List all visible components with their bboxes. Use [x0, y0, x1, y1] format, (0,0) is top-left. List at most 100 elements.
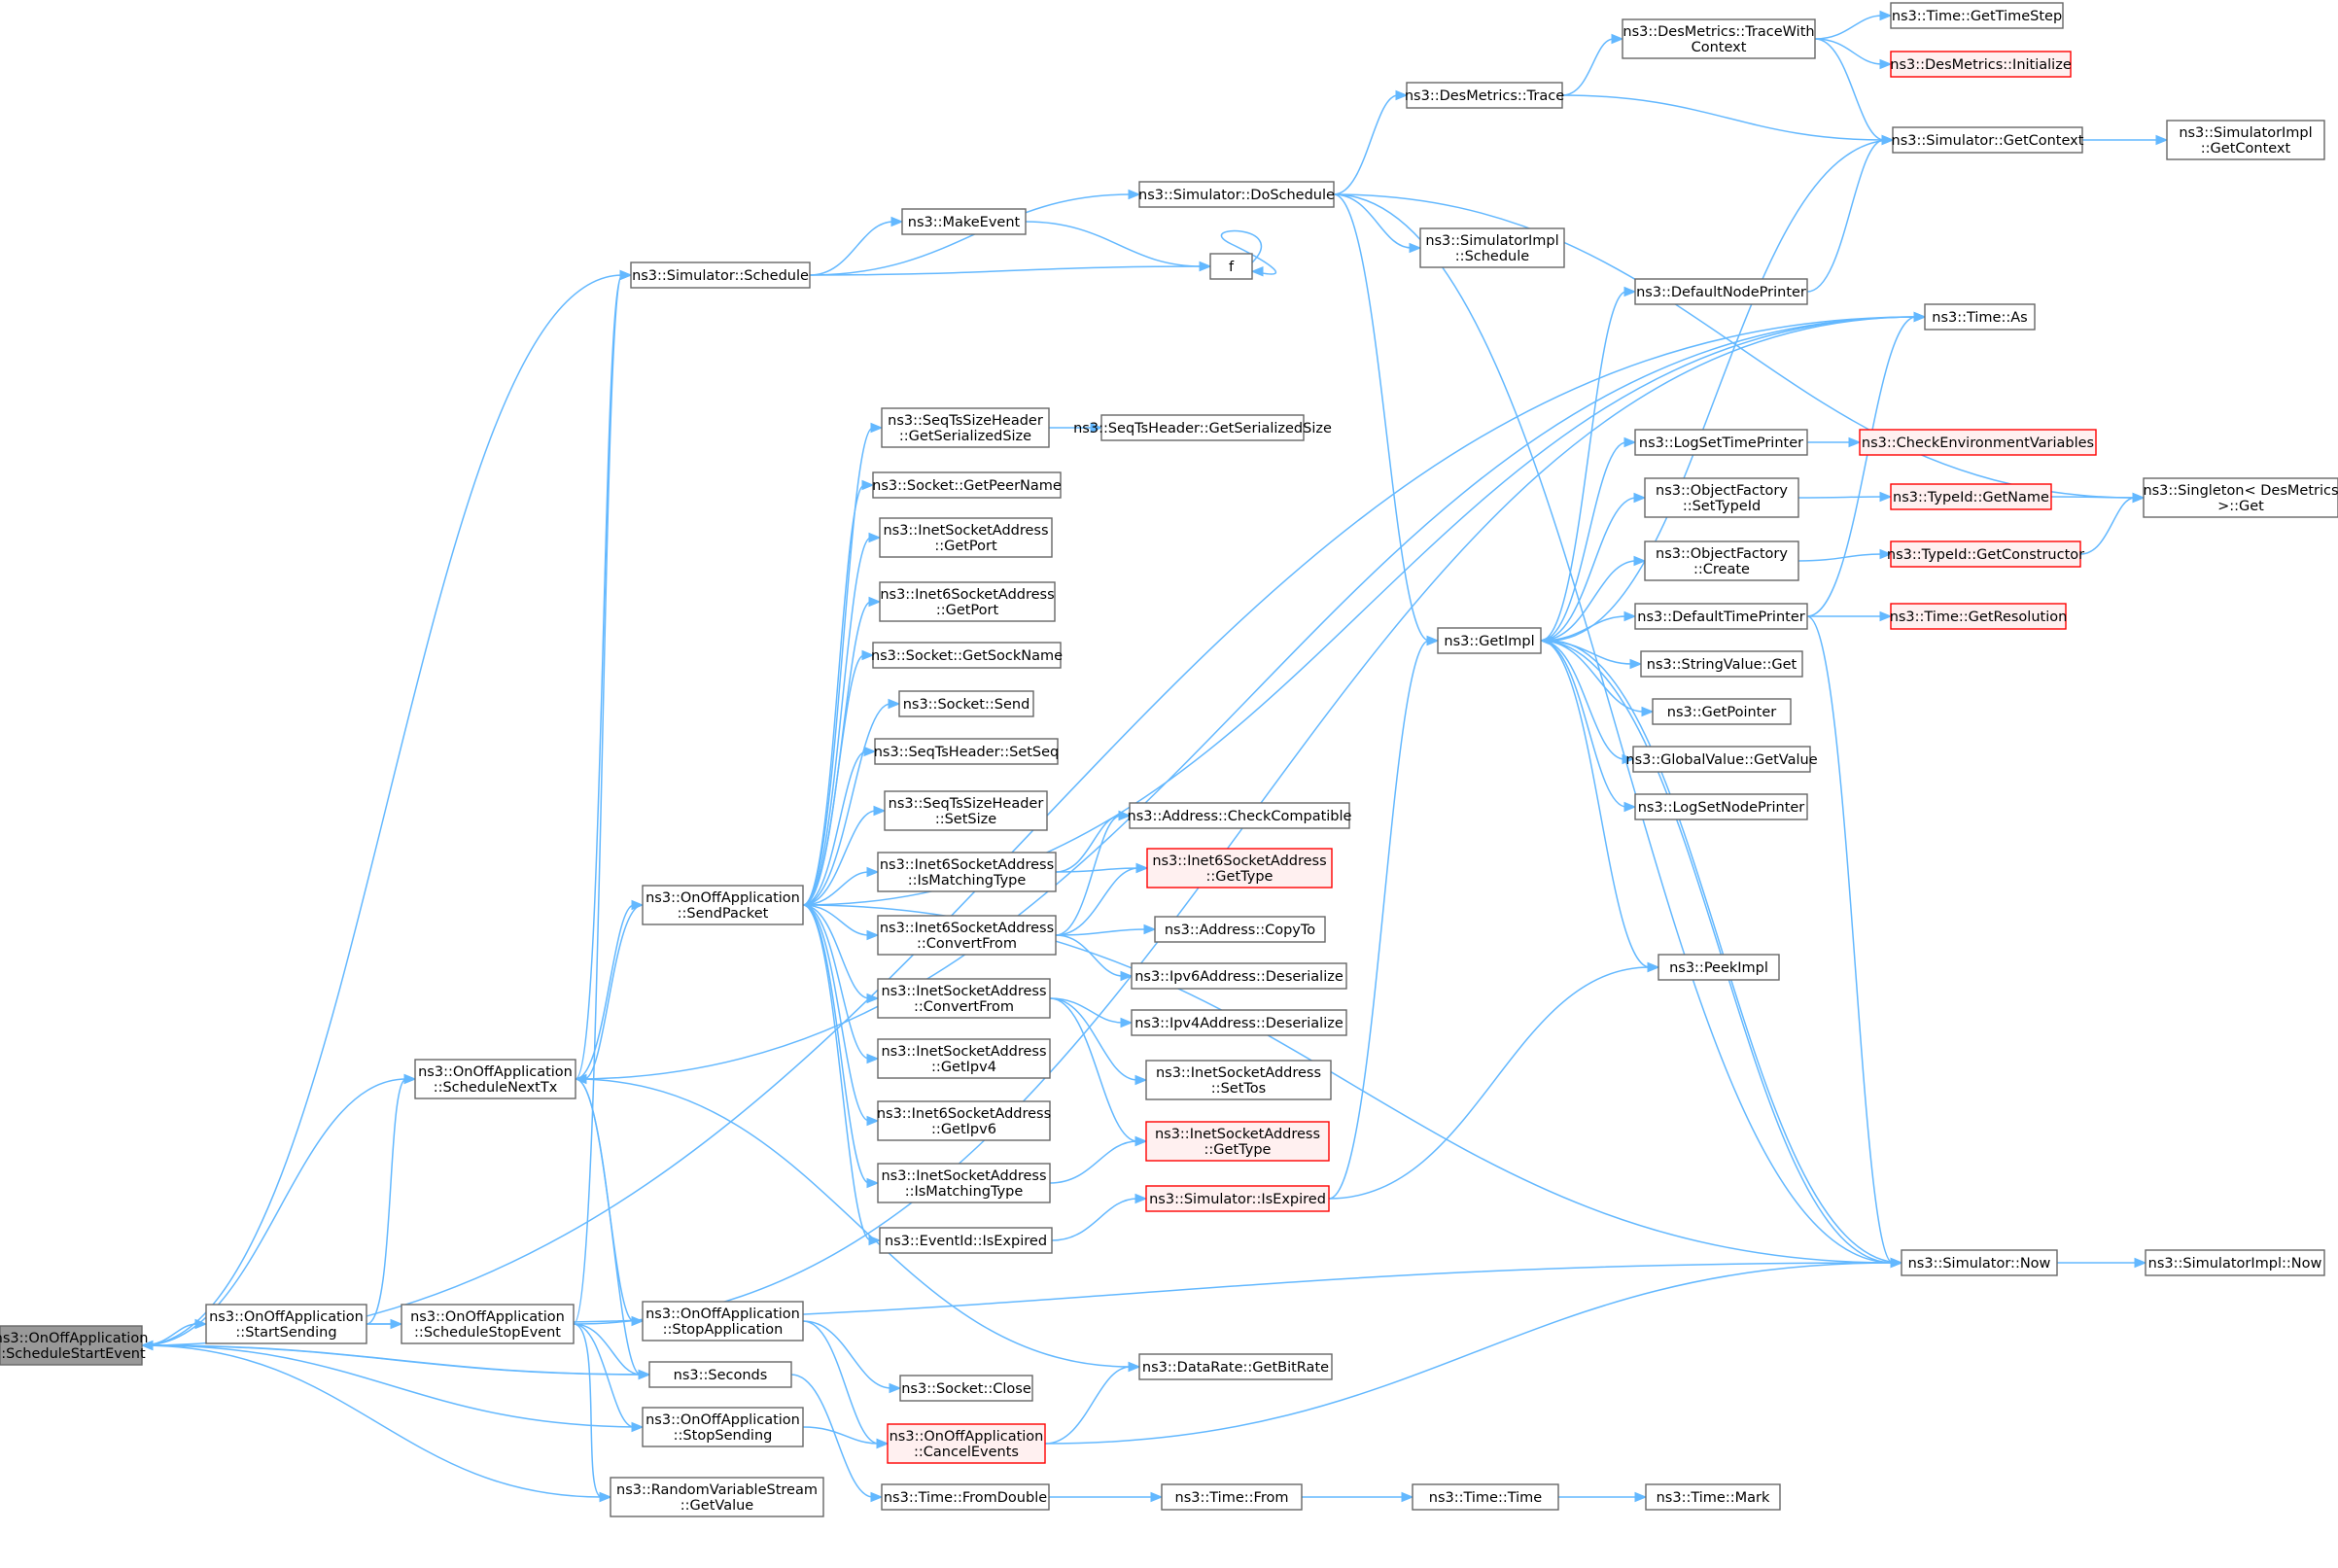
- node-get-impl[interactable]: ns3::GetImpl: [1437, 627, 1542, 654]
- node-check-compat[interactable]: ns3::Address::CheckCompatible: [1128, 802, 1352, 829]
- node-global-value-get[interactable]: ns3::GlobalValue::GetValue: [1625, 746, 1818, 773]
- node-sim-is-expired[interactable]: ns3::Simulator::IsExpired: [1145, 1185, 1330, 1212]
- node-box: [1412, 1483, 1559, 1511]
- node-label: ns3::SimulatorImpl::Now: [2148, 1256, 2322, 1272]
- node-inet-get-ipv4[interactable]: ns3::InetSocketAddress::GetIpv4: [877, 1038, 1051, 1079]
- node-time-as[interactable]: ns3::Time::As: [1924, 303, 2036, 331]
- node-box: [1892, 126, 2083, 154]
- node-socket-send[interactable]: ns3::Socket::Send: [898, 690, 1034, 717]
- node-type-id-get-name[interactable]: ns3::TypeId::GetName: [1890, 483, 2052, 510]
- node-start-sending[interactable]: ns3::OnOffApplication::StartSending: [205, 1304, 367, 1344]
- node-label: ns3::TypeId::GetConstructor: [1887, 547, 2084, 563]
- node-check-env[interactable]: ns3::CheckEnvironmentVariables: [1859, 429, 2097, 456]
- node-box: [1890, 540, 2081, 568]
- node-inet6-is-match[interactable]: ns3::Inet6SocketAddress::IsMatchingType: [877, 852, 1057, 892]
- node-sim-now[interactable]: ns3::Simulator::Now: [1901, 1249, 2058, 1276]
- edge-stop-sending-to-root: [140, 1340, 644, 1428]
- node-impl-now[interactable]: ns3::SimulatorImpl::Now: [2145, 1249, 2325, 1276]
- edge-default-time-printer-to-time-get-res: [1807, 610, 1893, 622]
- node-label: ns3::OnOffApplication: [890, 1429, 1044, 1445]
- node-inet6-conv-from[interactable]: ns3::Inet6SocketAddress::ConvertFrom: [877, 915, 1057, 956]
- node-des-init[interactable]: ns3::DesMetrics::Initialize: [1890, 51, 2072, 78]
- node-ipv6-deser[interactable]: ns3::Ipv6Address::Deserialize: [1131, 962, 1347, 990]
- node-label: ns3::Time::Mark: [1657, 1490, 1770, 1506]
- node-f[interactable]: f: [1209, 253, 1253, 280]
- node-label: ns3::Seconds: [674, 1368, 768, 1383]
- node-label: ns3::InetSocketAddress: [881, 1044, 1046, 1060]
- node-box: [642, 1301, 804, 1342]
- node-socket-close[interactable]: ns3::Socket::Close: [899, 1375, 1033, 1402]
- node-box: [1145, 1121, 1330, 1162]
- node-of-create[interactable]: ns3::ObjectFactory::Create: [1644, 540, 1799, 581]
- edge-time-from-to-time-time: [1302, 1491, 1414, 1503]
- node-string-value-get[interactable]: ns3::StringValue::Get: [1640, 650, 1803, 678]
- edge-sim-schedule-to-make-event: [809, 216, 904, 276]
- node-seq-ts-get-ser[interactable]: ns3::SeqTsHeader::GetSerializedSize: [1073, 414, 1332, 441]
- node-inet6-get-ipv6[interactable]: ns3::Inet6SocketAddress::GetIpv6: [877, 1100, 1051, 1141]
- node-get-pointer[interactable]: ns3::GetPointer: [1652, 698, 1792, 725]
- node-from-double[interactable]: ns3::Time::FromDouble: [881, 1483, 1050, 1511]
- node-log-set-time-printer[interactable]: ns3::LogSetTimePrinter: [1634, 429, 1808, 456]
- node-root[interactable]: ns3::OnOffApplication::ScheduleStartEven…: [0, 1325, 148, 1366]
- node-sim-get-context[interactable]: ns3::Simulator::GetContext: [1892, 126, 2084, 154]
- node-label: ns3::Time::GetTimeStep: [1892, 9, 2062, 24]
- node-get-sock-name[interactable]: ns3::Socket::GetSockName: [871, 642, 1063, 669]
- node-inet-get-port[interactable]: ns3::InetSocketAddress::GetPort: [879, 517, 1053, 558]
- node-time-mark[interactable]: ns3::Time::Mark: [1645, 1483, 1781, 1511]
- node-box: [2145, 1249, 2325, 1276]
- node-impl-get-context[interactable]: ns3::SimulatorImpl::GetContext: [2166, 120, 2325, 160]
- node-label: ns3::DefaultTimePrinter: [1637, 610, 1804, 625]
- edge-start-sending-to-schedule-next-tx: [366, 1073, 417, 1325]
- node-send-packet[interactable]: ns3::OnOffApplication::SendPacket: [642, 885, 804, 925]
- node-inet-is-match[interactable]: ns3::InetSocketAddress::IsMatchingType: [877, 1163, 1051, 1203]
- node-label: ns3::EventId::IsExpired: [885, 1234, 1047, 1249]
- node-impl-schedule[interactable]: ns3::SimulatorImpl::Schedule: [1419, 227, 1565, 268]
- node-label: ns3::GlobalValue::GetValue: [1625, 752, 1817, 768]
- node-box: [874, 738, 1059, 765]
- node-stop-application[interactable]: ns3::OnOffApplication::StopApplication: [642, 1301, 804, 1342]
- node-of-set-type-id[interactable]: ns3::ObjectFactory::SetTypeId: [1644, 477, 1799, 518]
- node-cancel-events[interactable]: ns3::OnOffApplication::CancelEvents: [887, 1423, 1046, 1464]
- node-set-seq[interactable]: ns3::SeqTsHeader::SetSeq: [874, 738, 1060, 765]
- node-label: ns3::Singleton< DesMetrics: [2143, 483, 2338, 499]
- edge-stop-application-to-cancel-events: [802, 1320, 890, 1449]
- node-copy-to[interactable]: ns3::Address::CopyTo: [1154, 916, 1326, 943]
- node-type-id-get-ctor[interactable]: ns3::TypeId::GetConstructor: [1887, 540, 2084, 568]
- node-set-size[interactable]: ns3::SeqTsSizeHeader::SetSize: [884, 790, 1048, 831]
- edge-stop-sending-to-cancel-events: [802, 1426, 890, 1449]
- node-log-set-node-printer[interactable]: ns3::LogSetNodePrinter: [1634, 793, 1808, 820]
- node-make-event[interactable]: ns3::MakeEvent: [901, 208, 1027, 235]
- node-time-get-res[interactable]: ns3::Time::GetResolution: [1890, 603, 2068, 630]
- node-sim-schedule[interactable]: ns3::Simulator::Schedule: [630, 261, 811, 289]
- node-box: [877, 1163, 1051, 1203]
- node-time-from[interactable]: ns3::Time::From: [1161, 1483, 1303, 1511]
- node-rvs-get-value[interactable]: ns3::RandomVariableStream::GetValue: [610, 1477, 824, 1517]
- node-stop-sending[interactable]: ns3::OnOffApplication::StopSending: [642, 1407, 804, 1447]
- node-inet-set-tos[interactable]: ns3::InetSocketAddress::SetTos: [1145, 1060, 1332, 1100]
- node-get-bit-rate[interactable]: ns3::DataRate::GetBitRate: [1138, 1353, 1333, 1380]
- node-box: [1145, 1060, 1332, 1100]
- node-box: [884, 790, 1048, 831]
- node-time-time[interactable]: ns3::Time::Time: [1412, 1483, 1559, 1511]
- node-inet6-get-port[interactable]: ns3::Inet6SocketAddress::GetPort: [879, 581, 1056, 622]
- node-schedule-stop-event[interactable]: ns3::OnOffApplication::ScheduleStopEvent: [401, 1304, 575, 1344]
- node-inet6-get-type[interactable]: ns3::Inet6SocketAddress::GetType: [1146, 848, 1333, 889]
- node-default-node-printer[interactable]: ns3::DefaultNodePrinter: [1634, 278, 1808, 305]
- node-do-schedule[interactable]: ns3::Simulator::DoSchedule: [1138, 181, 1335, 208]
- edge-get-impl-to-peek-impl: [1540, 640, 1660, 973]
- node-seconds[interactable]: ns3::Seconds: [648, 1361, 792, 1388]
- node-des-trace[interactable]: ns3::DesMetrics::Trace: [1405, 82, 1564, 109]
- node-peek-impl[interactable]: ns3::PeekImpl: [1658, 954, 1780, 981]
- node-seq-ts-size-get-ser[interactable]: ns3::SeqTsSizeHeader::GetSerializedSize: [881, 407, 1050, 448]
- node-event-is-expired[interactable]: ns3::EventId::IsExpired: [879, 1227, 1053, 1254]
- node-ipv4-deser[interactable]: ns3::Ipv4Address::Deserialize: [1131, 1009, 1347, 1036]
- node-schedule-next-tx[interactable]: ns3::OnOffApplication::ScheduleNextTx: [414, 1059, 576, 1099]
- node-inet-conv-from[interactable]: ns3::InetSocketAddress::ConvertFrom: [877, 978, 1051, 1019]
- node-singleton-get[interactable]: ns3::Singleton< DesMetrics>::Get: [2143, 477, 2338, 518]
- node-default-time-printer[interactable]: ns3::DefaultTimePrinter: [1634, 603, 1808, 630]
- node-get-time-step[interactable]: ns3::Time::GetTimeStep: [1890, 2, 2064, 29]
- node-get-peer-name[interactable]: ns3::Socket::GetPeerName: [872, 471, 1062, 499]
- edge-get-impl-to-global-value-get: [1540, 640, 1635, 765]
- node-inet-get-type[interactable]: ns3::InetSocketAddress::GetType: [1145, 1121, 1330, 1162]
